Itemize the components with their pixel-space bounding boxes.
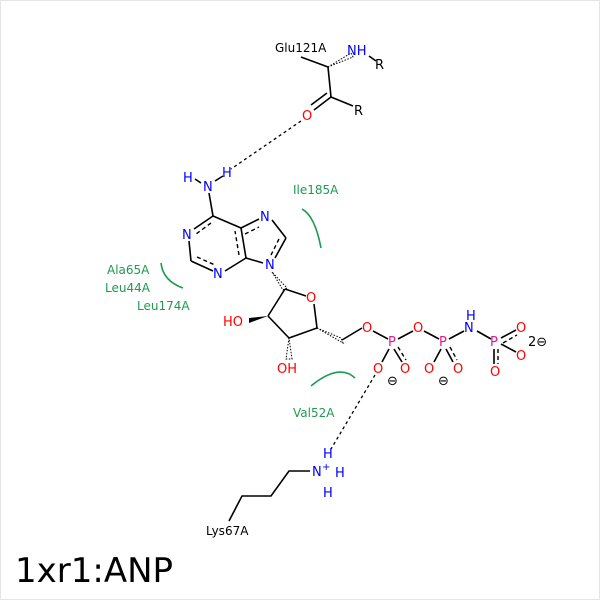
- label-leu174a: Leu174A: [137, 299, 190, 313]
- atom-o: O: [516, 321, 526, 336]
- val52-contact-arc: [310, 371, 356, 387]
- atom-n1: N: [182, 228, 192, 243]
- atom-h: H: [323, 486, 333, 501]
- atom-p-beta: P: [439, 335, 447, 350]
- charge-minus: ⊖: [387, 374, 398, 389]
- atom-n6: N: [203, 180, 213, 195]
- ribose-ring: O HO OH: [223, 271, 363, 377]
- atom-o: O: [413, 321, 423, 336]
- atom-r: R: [375, 58, 384, 73]
- atom-p-alpha: P: [388, 335, 396, 350]
- atom-o5: O: [362, 321, 372, 336]
- lys67-residue: N + H H H Lys67A: [206, 447, 345, 538]
- atom-h: H: [222, 166, 232, 181]
- atom-o: O: [302, 109, 312, 124]
- phosphate-chain: O P O P N H P O O ⊖ O O ⊖ O O O 2⊖: [362, 309, 547, 389]
- atom-h: H: [335, 466, 345, 481]
- label-lys67a: Lys67A: [206, 524, 249, 538]
- atom-n9: N: [265, 258, 275, 273]
- label-glu121a: Glu121A: [275, 41, 327, 55]
- hbond-glu-adenine: [230, 120, 302, 170]
- atom-oh: OH: [277, 362, 297, 377]
- atom-n: N: [464, 321, 474, 336]
- atom-nh: NH: [347, 44, 367, 59]
- atom-o4: O: [306, 291, 316, 306]
- atom-o: O: [400, 362, 410, 377]
- hbond-phosphate-lys: [330, 374, 376, 450]
- atom-h: H: [466, 309, 476, 324]
- atom-n3: N: [213, 267, 223, 282]
- ala-leu-contact-arc: [160, 262, 184, 289]
- charge-plus: +: [322, 462, 330, 473]
- atom-o: O: [453, 362, 463, 377]
- atom-o: O: [424, 362, 434, 377]
- atom-o: O: [373, 362, 383, 377]
- charge-minus: ⊖: [438, 374, 449, 389]
- atom-r: R: [354, 104, 363, 119]
- diagram-title: 1xr1:ANP: [15, 551, 174, 591]
- adenine-ring: N H H N N N N: [182, 166, 287, 282]
- label-ala65a: Ala65A: [107, 263, 150, 277]
- atom-h: H: [323, 447, 333, 462]
- glu121-residue: Glu121A NH R O R: [275, 41, 384, 124]
- label-leu44a: Leu44A: [105, 281, 151, 295]
- atom-h: H: [183, 171, 193, 186]
- atom-n7: N: [260, 210, 270, 225]
- label-ile185a: Ile185A: [293, 183, 339, 197]
- atom-ho: HO: [223, 315, 243, 330]
- atom-o: O: [490, 365, 500, 380]
- atom-nz: N: [312, 465, 322, 480]
- charge-2minus: 2⊖: [528, 335, 547, 350]
- ile185-contact-arc: [301, 208, 322, 249]
- label-val52a: Val52A: [293, 406, 335, 420]
- atom-o: O: [516, 349, 526, 364]
- atom-p-gamma: P: [490, 335, 498, 350]
